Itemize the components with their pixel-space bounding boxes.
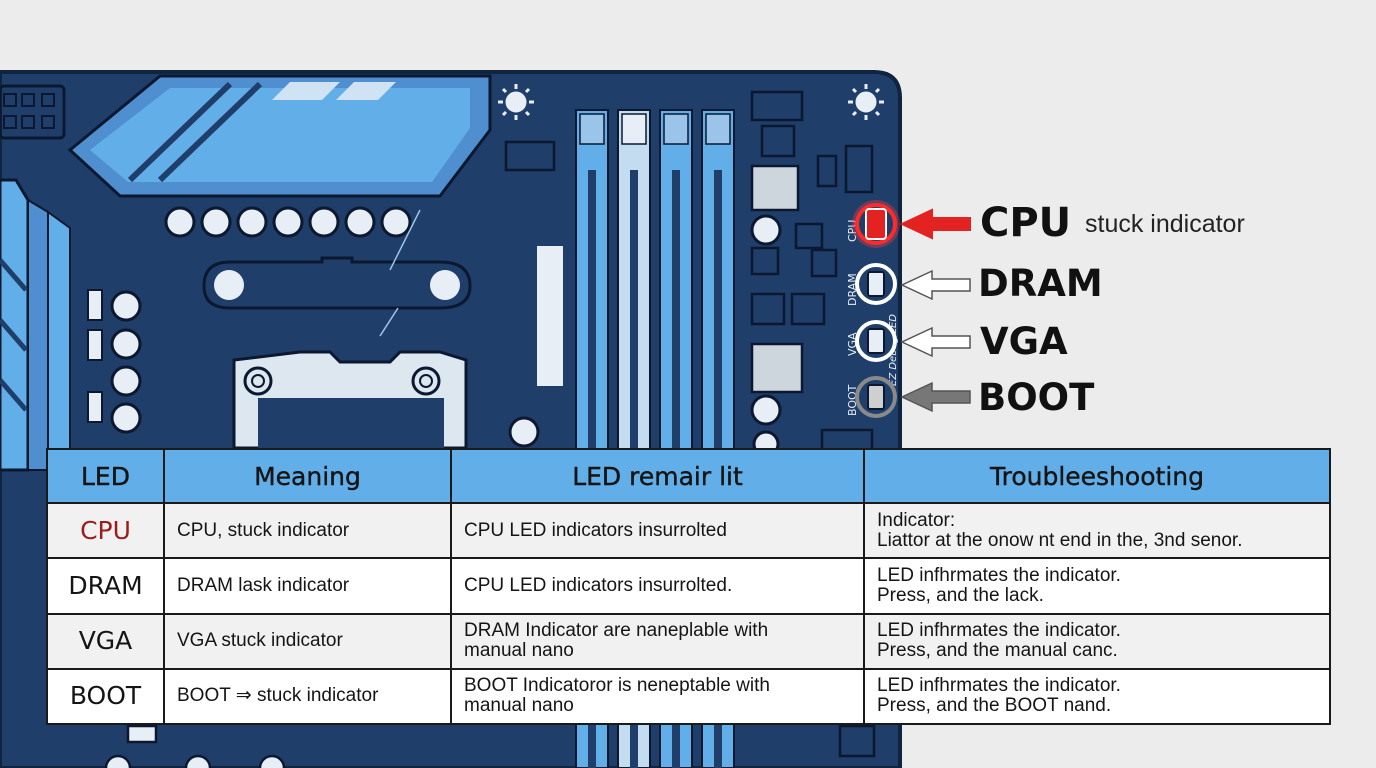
row-troubleshooting: Indicator:Liattor at the onow nt end in … — [863, 501, 1331, 560]
arrow-vga — [900, 326, 971, 358]
column-header-led: LED — [46, 448, 165, 504]
right-capacitors — [750, 214, 782, 458]
row-troubleshooting: LED infhrmates the indicator.Press, and … — [863, 557, 1331, 615]
row-meaning: DRAM lask indicator — [163, 557, 452, 615]
column-header-troubleshooting: Troubleeshooting — [863, 448, 1331, 504]
capacitor-row — [164, 206, 412, 238]
column-header-lit: LED remair lit — [450, 448, 865, 504]
table-row: DRAM DRAM lask indicator CPU LED indicat… — [46, 557, 1331, 615]
led-reference-table: LED Meaning LED remair lit Troubleeshoot… — [46, 448, 1331, 726]
table-header-row: LED Meaning LED remair lit Troubleeshoot… — [46, 448, 1331, 504]
mounting-hole-icon — [848, 84, 884, 120]
led-vga-indicator — [855, 320, 897, 362]
column-header-meaning: Meaning — [163, 448, 452, 504]
row-meaning: VGA stuck indicator — [163, 612, 452, 670]
row-troubleshooting: LED infhrmates the indicator.Press, and … — [863, 667, 1331, 726]
row-led-boot: BOOT — [46, 667, 165, 726]
arrow-dram — [900, 269, 971, 301]
arrow-boot — [900, 381, 971, 413]
cpu-socket-bracket — [202, 209, 472, 337]
table-row: BOOT BOOT ⇒ stuck indicator BOOT Indicat… — [46, 667, 1331, 726]
m2-slot — [537, 246, 563, 386]
callout-vga-label: VGA — [980, 320, 1068, 363]
led-dram-indicator — [855, 263, 897, 305]
capacitor-column — [110, 290, 142, 434]
vrm-heatsink — [67, 74, 492, 198]
callout-cpu-label: CPU — [980, 200, 1072, 246]
right-components — [750, 90, 874, 452]
mounting-hole-icon — [498, 84, 534, 120]
callout-dram-label: DRAM — [978, 262, 1103, 305]
row-meaning: BOOT ⇒ stuck indicator — [163, 667, 452, 726]
side-heatsink — [0, 178, 71, 472]
small-capacitor — [508, 416, 540, 448]
small-chip-top — [504, 140, 556, 172]
led-cpu-indicator — [852, 200, 900, 248]
row-meaning: CPU, stuck indicator — [163, 501, 452, 560]
callout-cpu-note: stuck indicator — [1085, 210, 1245, 238]
table-row: VGA VGA stuck indicator DRAM Indicator a… — [46, 612, 1331, 670]
row-led-vga: VGA — [46, 612, 165, 670]
chipset-block — [750, 342, 804, 394]
led-boot-indicator — [855, 376, 897, 418]
chipset-block — [750, 164, 800, 212]
row-lit: CPU LED indicators insurrolted. — [450, 557, 865, 615]
arrow-cpu — [899, 208, 971, 240]
callout-boot-label: BOOT — [978, 376, 1095, 419]
cpu-power-connector — [0, 84, 66, 140]
bottom-details — [104, 724, 876, 768]
chokes — [87, 289, 103, 423]
row-led-dram: DRAM — [46, 557, 165, 615]
row-troubleshooting: LED infhrmates the indicator.Press, and … — [863, 612, 1331, 670]
row-lit: CPU LED indicators insurrolted — [450, 501, 865, 560]
cpu-socket — [232, 350, 468, 450]
table-row: CPU CPU, stuck indicator CPU LED indicat… — [46, 501, 1331, 560]
row-led-cpu: CPU — [46, 501, 165, 560]
